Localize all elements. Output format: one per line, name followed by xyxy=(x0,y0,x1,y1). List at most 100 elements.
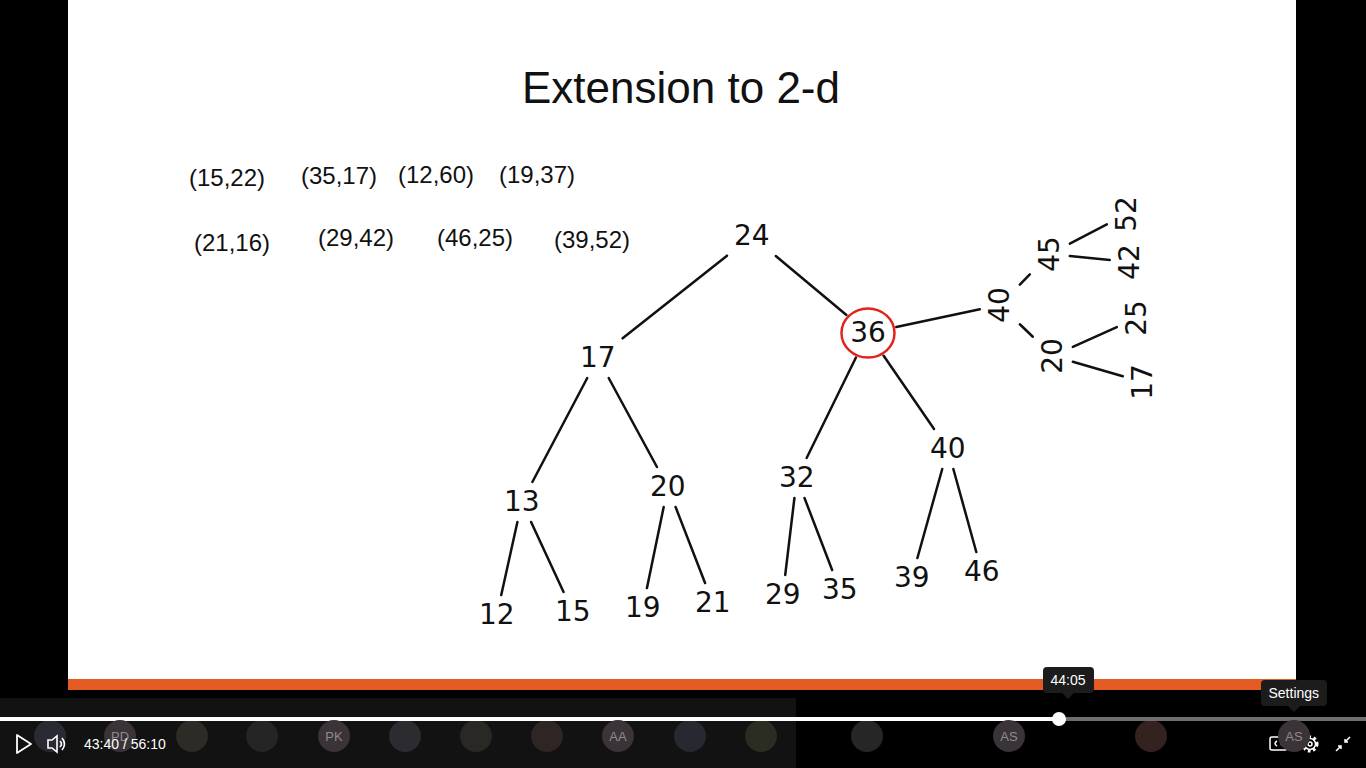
tree-key: 35 xyxy=(819,574,861,606)
tree-key: 12 xyxy=(476,599,518,631)
node-text: 25 xyxy=(1123,300,1151,336)
volume-icon xyxy=(48,736,65,752)
tree-branch xyxy=(1070,224,1107,243)
tree-branch xyxy=(531,522,563,592)
tree-branch xyxy=(647,507,664,588)
tree-key: 21 xyxy=(692,587,734,619)
rotated-tree-key: 20 xyxy=(1037,335,1069,377)
node-text: PK xyxy=(325,730,342,743)
node-text: 45 xyxy=(1036,236,1064,272)
tree-branch xyxy=(676,507,705,583)
participant-avatar xyxy=(1135,720,1167,752)
node-text: 44:05 xyxy=(1051,672,1086,689)
tree-key: 15 xyxy=(552,596,594,628)
node-text: 32 xyxy=(779,464,815,492)
tree-branch xyxy=(807,358,856,458)
node-text: 24 xyxy=(734,222,770,250)
tooltip-box: 44:05 xyxy=(1043,667,1094,694)
node-text: 46 xyxy=(964,558,1000,586)
tree-branch xyxy=(1020,324,1033,337)
tooltip-pointer xyxy=(1288,706,1300,712)
progress-track xyxy=(0,717,1366,721)
participant-initials: AA xyxy=(602,720,634,752)
node-text: 42 xyxy=(1116,244,1144,280)
node-text: 12 xyxy=(479,601,515,629)
tree-branch xyxy=(532,378,587,482)
circled-tree-key: 36 xyxy=(840,307,896,359)
minimize-arrow xyxy=(1336,746,1341,751)
tree-key: 46 xyxy=(961,556,1003,588)
participant-avatar xyxy=(531,720,563,752)
tree-key: 40 xyxy=(927,433,969,465)
participant-avatar xyxy=(34,720,66,752)
captions-glyph xyxy=(1275,741,1277,746)
tree-branch xyxy=(623,256,727,339)
node-text: 15 xyxy=(555,598,591,626)
speaker-shape xyxy=(48,736,57,752)
participant-initials: PK xyxy=(318,720,350,752)
tree-key: 17 xyxy=(577,342,619,374)
tree-branch xyxy=(1073,362,1123,376)
node-text: AA xyxy=(609,730,626,743)
tree-key: 39 xyxy=(891,562,933,594)
node-text: 29 xyxy=(765,581,801,609)
point-coordinate: (29,42) xyxy=(318,225,394,251)
slide xyxy=(68,0,1296,683)
participant-photos xyxy=(34,720,1167,752)
rotated-tree-key: 25 xyxy=(1121,297,1153,339)
tree-key: 13 xyxy=(501,486,543,518)
participant-avatar xyxy=(176,720,208,752)
gear-hub xyxy=(1308,742,1312,746)
progress-played xyxy=(0,717,1059,721)
tree-key: 24 xyxy=(731,220,773,252)
tree-key: 19 xyxy=(622,592,664,624)
tooltip-pointer xyxy=(1062,693,1074,699)
node-text: 20 xyxy=(650,473,686,501)
tree-branch xyxy=(953,469,976,552)
tree-branch xyxy=(896,309,980,327)
red-circle xyxy=(842,309,895,358)
tree-branch xyxy=(1070,256,1110,260)
progress-knob xyxy=(1052,712,1066,726)
point-coordinate: (21,16) xyxy=(194,230,270,256)
participant-avatar xyxy=(246,720,278,752)
slide-title: Extension to 2-d xyxy=(522,64,840,112)
tree-branch xyxy=(609,378,657,467)
tree-branch xyxy=(804,498,832,570)
tooltip-box: Settings xyxy=(1261,680,1328,707)
point-coordinate: (35,17) xyxy=(301,163,377,189)
participant-strip xyxy=(0,698,796,768)
tree-key: 32 xyxy=(776,462,818,494)
tree-branch xyxy=(785,498,794,575)
tree-branch xyxy=(917,469,942,558)
rotated-tree-key: 17 xyxy=(1127,361,1159,403)
node-text: 39 xyxy=(894,564,930,592)
minimize-icon xyxy=(1336,737,1350,751)
node-text: 21 xyxy=(695,589,731,617)
slide-footer-bar xyxy=(68,679,1296,690)
tree-key: 29 xyxy=(762,579,804,611)
participant-initials: AS xyxy=(993,720,1025,752)
participant-avatar xyxy=(674,720,706,752)
node-text: 17 xyxy=(580,344,616,372)
participant-avatar xyxy=(389,720,421,752)
tree-branch xyxy=(776,256,847,315)
point-coordinate: (15,22) xyxy=(189,165,265,191)
node-text: 20 xyxy=(1039,338,1067,374)
node-text: AS xyxy=(1000,730,1017,743)
sound-wave xyxy=(62,738,65,750)
participant-initials: AS xyxy=(1278,720,1310,752)
node-text: 40 xyxy=(986,287,1014,323)
minimize-arrow xyxy=(1345,737,1350,742)
rotated-tree-key: 42 xyxy=(1114,241,1146,283)
tree-branch xyxy=(1073,327,1117,347)
play-icon xyxy=(17,735,31,753)
tree-branch xyxy=(1020,274,1030,284)
node-text: 52 xyxy=(1113,196,1141,232)
point-coordinate: (39,52) xyxy=(554,227,630,253)
node-text: 17 xyxy=(1129,364,1157,400)
participant-avatar xyxy=(745,720,777,752)
